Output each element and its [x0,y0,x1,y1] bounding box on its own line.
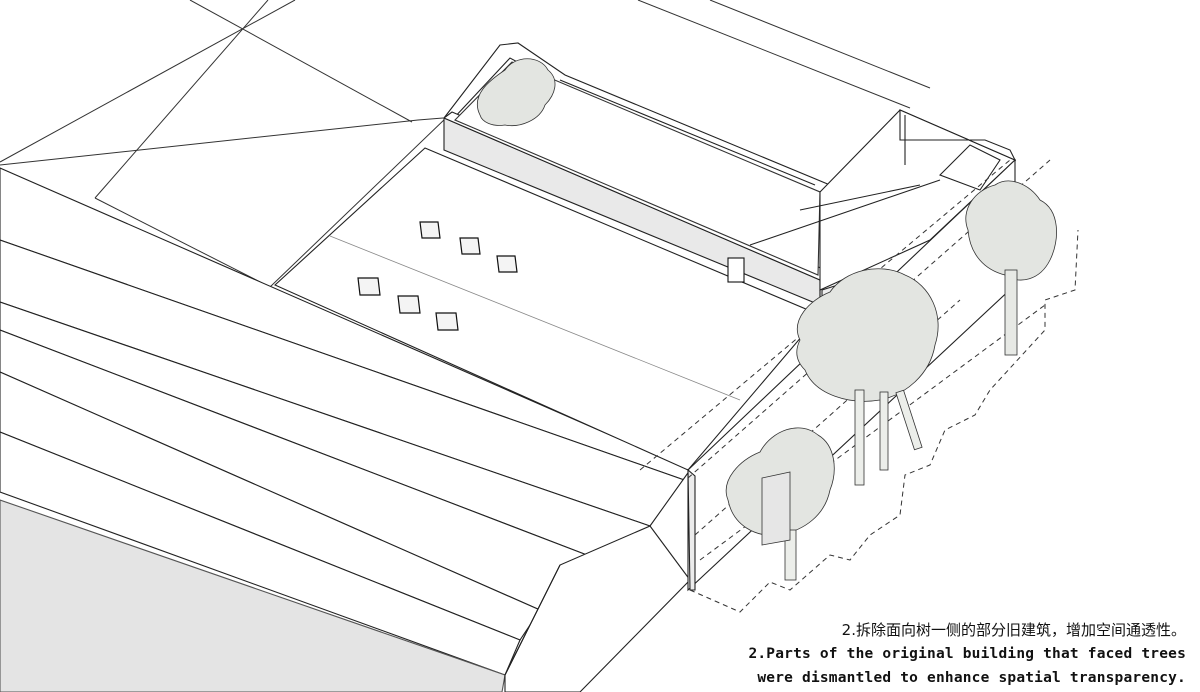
long-building [0,167,691,692]
caption-english-line-1: 2.Parts of the original building that fa… [748,646,1186,662]
caption-english-line-2: were dismantled to enhance spatial trans… [757,670,1186,686]
courtyard-walls [442,42,1017,306]
diagram-caption: 2.拆除面向树一侧的部分旧建筑，增加空间通透性。 2.Parts of the … [748,618,1186,690]
tree-3 [796,268,939,402]
caption-chinese: 2.拆除面向树一侧的部分旧建筑，增加空间通透性。 [841,621,1186,639]
skylight-group [357,221,518,331]
tree-2 [965,180,1057,281]
central-roof [274,147,821,471]
tree-group [476,58,1057,581]
tree-1 [476,58,556,127]
context-building-outlines [0,0,931,288]
dismantled-ghost-outline [639,159,1079,613]
